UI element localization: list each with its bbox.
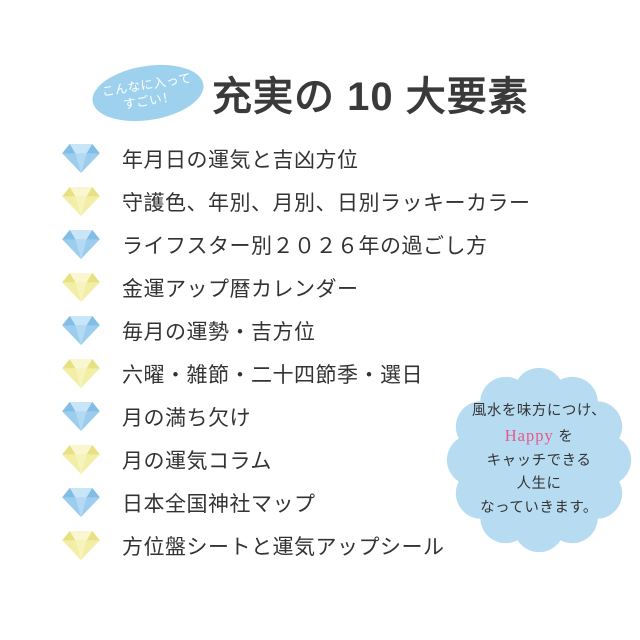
list-item: 守護色、年別、月別、日別ラッキーカラー	[62, 180, 531, 223]
diamond-icon	[62, 487, 100, 518]
list-item: 月の運気コラム	[62, 438, 531, 481]
flower-badge-segment: を	[553, 429, 574, 446]
callout-badge: こんなに入って すごい！	[88, 57, 208, 129]
flower-badge-line: 人生に	[517, 473, 562, 496]
flower-badge-line: キャッチできる	[487, 450, 592, 473]
list-item: 毎月の運勢・吉方位	[62, 309, 531, 352]
flower-badge-line: 風水を味方につけ、	[472, 400, 606, 423]
flower-badge-segment: 人生に	[516, 476, 562, 493]
diamond-icon	[62, 229, 100, 260]
scalloped-circle-shape	[446, 367, 632, 553]
list-item-label: 方位盤シートと運気アップシール	[122, 535, 445, 559]
list-item-label: 守護色、年別、月別、日別ラッキーカラー	[122, 191, 531, 215]
diamond-icon	[62, 358, 100, 389]
flower-badge-text: 風水を味方につけ、 Happy をキャッチできる人生になっていきます。	[445, 366, 633, 554]
page-title: 充実の 10 大要素	[212, 75, 529, 119]
flower-badge: 風水を味方につけ、 Happy をキャッチできる人生になっていきます。	[445, 366, 633, 554]
flower-badge-line: Happy を	[505, 423, 574, 450]
flower-badge-segment: キャッチできる	[486, 452, 592, 469]
list-item: 年月日の運気と吉凶方位	[62, 137, 531, 180]
list-item: 月の満ち欠け	[62, 395, 531, 438]
diamond-icon	[62, 444, 100, 475]
list-item: ライフスター別２０２６年の過ごし方	[62, 223, 531, 266]
diamond-icon	[62, 530, 100, 561]
list-item-label: 金運アップ暦カレンダー	[122, 277, 359, 301]
diamond-icon	[62, 401, 100, 432]
flower-badge-segment: なっていきます。	[480, 499, 598, 516]
flower-badge-line: なっていきます。	[480, 497, 598, 520]
list-item: 六曜・雑節・二十四節季・選日	[62, 352, 531, 395]
list-item: 金運アップ暦カレンダー	[62, 266, 531, 309]
happy-highlight: Happy	[504, 426, 554, 446]
diamond-icon	[62, 272, 100, 303]
list-item-label: 日本全国神社マップ	[122, 492, 316, 516]
list-item-label: 毎月の運勢・吉方位	[122, 320, 316, 344]
list-item: 方位盤シートと運気アップシール	[62, 524, 531, 567]
diamond-icon	[62, 186, 100, 217]
flower-badge-segment: 風水を味方につけ、	[471, 402, 607, 419]
list-item-label: 月の運気コラム	[122, 449, 272, 473]
diamond-icon	[62, 143, 100, 174]
list-item: 日本全国神社マップ	[62, 481, 531, 524]
list-item-label: ライフスター別２０２６年の過ごし方	[122, 234, 488, 258]
feature-list: 年月日の運気と吉凶方位守護色、年別、月別、日別ラッキーカラーライフスター別２０２…	[62, 137, 531, 567]
list-item-label: 月の満ち欠け	[122, 406, 251, 430]
diamond-icon	[62, 315, 100, 346]
list-item-label: 六曜・雑節・二十四節季・選日	[122, 363, 423, 387]
list-item-label: 年月日の運気と吉凶方位	[122, 148, 359, 172]
